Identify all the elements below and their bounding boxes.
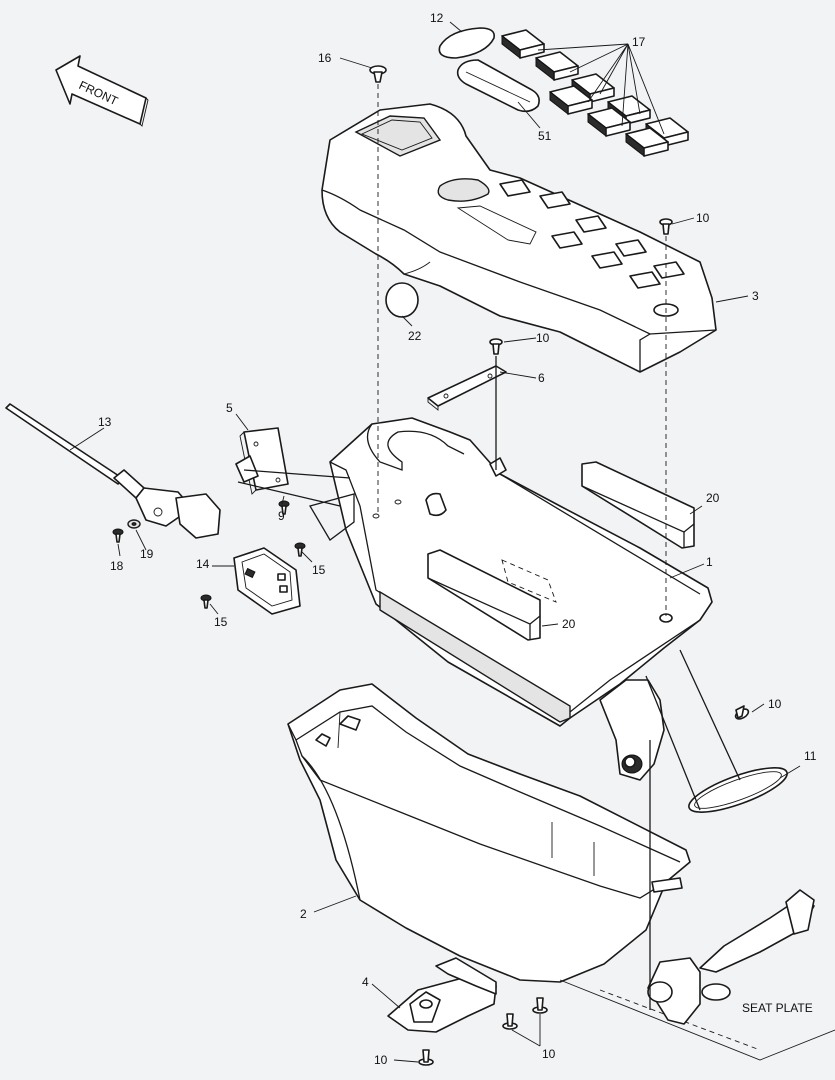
part-4-bracket <box>387 957 497 1033</box>
screw-10-right <box>734 705 750 720</box>
label-11: 11 <box>804 749 817 763</box>
label-15-lower: 15 <box>214 615 228 629</box>
part-17-switch-caps <box>501 29 689 158</box>
label-10-bottom-right: 10 <box>542 1047 556 1061</box>
label-15-upper: 15 <box>312 563 326 577</box>
label-17: 17 <box>632 35 646 49</box>
screw-15-upper <box>294 542 306 557</box>
label-9: 9 <box>278 509 285 523</box>
part-5-plate <box>235 427 289 495</box>
label-20-lower: 20 <box>562 617 576 631</box>
label-10-bracket: 10 <box>536 331 550 345</box>
screw-10-bottom-right <box>532 997 548 1014</box>
screw-10-bottom-mid <box>502 1013 518 1030</box>
screw-10-bottom-left <box>418 1049 434 1066</box>
screw-16 <box>369 65 387 83</box>
align-line-ring <box>645 649 741 811</box>
label-22: 22 <box>408 329 422 343</box>
label-2: 2 <box>300 907 307 921</box>
part-6-bracket-plate <box>427 365 507 411</box>
label-12: 12 <box>430 11 444 25</box>
label-6: 6 <box>538 371 545 385</box>
label-10-bottom-left: 10 <box>374 1053 388 1067</box>
label-19: 19 <box>140 547 154 561</box>
label-13: 13 <box>98 415 112 429</box>
part-3-top-cover <box>321 103 717 373</box>
leader-lines <box>69 21 801 1063</box>
label-18: 18 <box>110 559 124 573</box>
screw-10-bracket <box>489 338 503 355</box>
label-10-right: 10 <box>768 697 782 711</box>
label-5: 5 <box>226 401 233 415</box>
part-2-bin <box>287 683 691 983</box>
part-14-switch-module <box>233 547 301 615</box>
label-51: 51 <box>538 129 552 143</box>
seat-plate <box>559 889 835 1061</box>
label-3: 3 <box>752 289 759 303</box>
washer-19 <box>127 519 141 529</box>
front-arrow: FRONT <box>55 55 149 127</box>
label-16: 16 <box>318 51 332 65</box>
screw-9 <box>278 500 290 515</box>
label-1: 1 <box>706 555 713 569</box>
screw-15-lower <box>200 594 212 609</box>
part-1-housing <box>329 417 713 781</box>
screw-18 <box>112 528 124 543</box>
label-4: 4 <box>362 975 369 989</box>
part-11-ring <box>688 767 788 813</box>
screw-10-top <box>659 218 673 235</box>
callout-labels: 12 16 17 51 10 3 22 10 6 13 5 20 9 18 19… <box>98 11 817 1067</box>
label-10-top: 10 <box>696 211 710 225</box>
label-20-upper: 20 <box>706 491 720 505</box>
part-12-pad <box>438 27 496 59</box>
part-20-foam-lower <box>427 549 541 641</box>
part-51-pad <box>456 59 540 113</box>
part-13-lever <box>5 403 221 539</box>
label-14: 14 <box>196 557 210 571</box>
label-seat-plate: SEAT PLATE <box>742 1001 813 1015</box>
align-line-knob <box>237 469 355 541</box>
